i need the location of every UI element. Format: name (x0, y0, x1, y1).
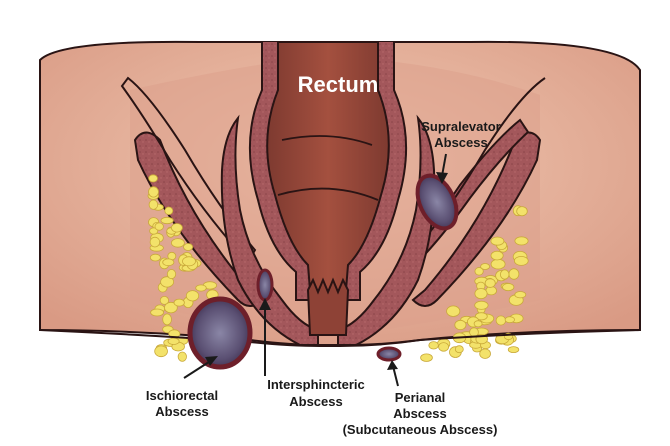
perianal-arrowhead (387, 360, 398, 370)
fat-globule (164, 301, 178, 314)
fat-globule (474, 312, 488, 321)
fat-globule (170, 223, 183, 233)
fat-globule (182, 256, 196, 267)
fat-globule (474, 267, 484, 276)
fat-globule (516, 206, 528, 217)
ischiorectal-abscess (187, 296, 253, 370)
anal-canal (306, 277, 350, 336)
ischiorectal-pointer (183, 359, 213, 379)
fat-globule (484, 278, 496, 288)
fat-globule (454, 345, 464, 354)
intersphincteric-arrowhead (259, 298, 271, 310)
fat-globule (150, 308, 165, 317)
fat-globule (173, 298, 185, 307)
supralevator-pointer (441, 153, 447, 177)
fat-globule (162, 258, 175, 267)
fat-globule (162, 313, 172, 326)
label-perianal-line1: Perianal (395, 390, 446, 405)
fat-globule (446, 305, 461, 317)
fat-globule (164, 206, 174, 215)
fat-globule (149, 253, 161, 262)
label-supralevator-line1: Supralevator (421, 119, 500, 134)
label-intersphincteric-line1: Intersphincteric (267, 377, 365, 392)
fat-globule (160, 276, 175, 288)
fat-globule (490, 258, 506, 270)
fat-globule (166, 269, 177, 280)
fat-globule (195, 284, 207, 292)
fat-globule (513, 255, 529, 266)
skin-surface (39, 329, 641, 347)
label-perianal-line3: (Subcutaneous Abscess) (343, 422, 498, 437)
supralevator-arrowhead (436, 172, 448, 184)
fat-globule (500, 269, 510, 280)
fat-globule (170, 238, 185, 248)
ischiorectal-arrowhead (205, 356, 218, 366)
right-fat-globules (420, 205, 529, 362)
fat-globule (154, 222, 164, 231)
fat-globule (185, 290, 200, 302)
fat-globule (454, 319, 467, 331)
fat-globule (154, 345, 168, 358)
fat-globule (507, 346, 520, 354)
fat-globule (490, 236, 505, 246)
fat-globule (495, 315, 507, 326)
fat-globule (159, 295, 169, 305)
fat-globule (514, 291, 527, 299)
label-ischiorectal-line1: Ischiorectal (146, 388, 218, 403)
fat-globule (508, 268, 520, 280)
fat-globule (480, 263, 491, 270)
fat-globule (167, 337, 180, 345)
supralevator-abscess (415, 173, 459, 231)
fat-globule (428, 341, 439, 350)
fat-globule (149, 236, 161, 248)
fat-globule (474, 288, 488, 300)
perianal-abscess (376, 346, 402, 362)
fat-globule (502, 283, 515, 292)
fat-globule (148, 186, 159, 198)
label-ischiorectal-line2: Abscess (155, 404, 208, 419)
fat-globule (177, 351, 187, 362)
fat-globule (469, 327, 479, 338)
fat-globule (149, 227, 159, 235)
fat-globule (420, 353, 433, 362)
label-supralevator-line2: Abscess (434, 135, 487, 150)
intersphincteric-abscess (256, 268, 274, 302)
fat-globule (183, 243, 194, 251)
label-intersphincteric-line2: Abscess (289, 394, 342, 409)
label-perianal-line2: Abscess (393, 406, 446, 421)
fat-globule (504, 316, 515, 324)
fat-globule (514, 236, 529, 246)
fat-globule (438, 342, 450, 352)
rectal-fold-2 (277, 187, 379, 201)
fat-globule (148, 174, 158, 183)
fat-globule (474, 300, 489, 310)
left-fat-globules (147, 174, 219, 362)
fat-globule (160, 216, 174, 225)
label-rectum: Rectum (298, 72, 379, 97)
fat-globule (148, 199, 159, 210)
fat-globule (473, 320, 483, 328)
fat-globule (490, 250, 504, 261)
rectal-fold-1 (281, 135, 373, 146)
